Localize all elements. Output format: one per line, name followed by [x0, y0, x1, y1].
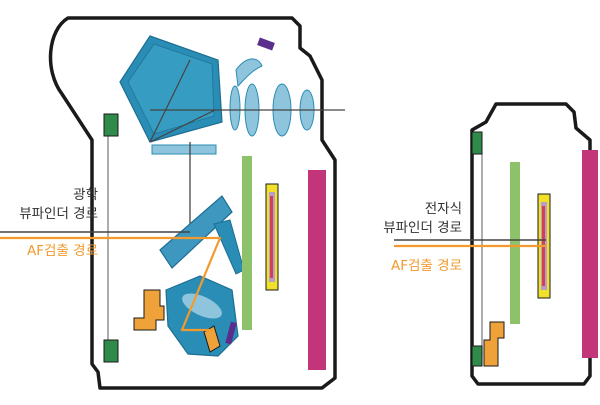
- mirrorless-camera: [394, 102, 598, 386]
- pentaprism-inner: [127, 43, 215, 135]
- electronic-label-line2: 뷰파인더 경로: [383, 220, 462, 236]
- dslr-lcd: [308, 170, 326, 370]
- mirrorless-af-orange: [483, 321, 505, 367]
- mirrorless-shutter: [510, 162, 520, 324]
- main-mirror: [159, 195, 233, 269]
- dslr-af-label-text: AF검출 경로: [27, 243, 98, 259]
- dslr-af-label: AF검출 경로: [27, 242, 98, 261]
- optical-label-line2: 뷰파인더 경로: [19, 206, 98, 222]
- mirrorless-af-label: AF검출 경로: [391, 257, 462, 276]
- dslr-grip-top: [103, 113, 119, 137]
- af-module-orange: [133, 289, 165, 331]
- af-path-line: [0, 236, 222, 332]
- electronic-path-label: 전자식 뷰파인더 경로: [383, 200, 462, 238]
- mirrorless-grip-top: [471, 131, 483, 155]
- optical-path-label: 광학 뷰파인더 경로: [19, 186, 98, 224]
- mirrorless-lcd: [582, 150, 598, 358]
- optical-label-line1: 광학: [73, 187, 98, 203]
- mirrorless-body-outline: [470, 102, 592, 386]
- dslr-sensor-red: [270, 196, 273, 278]
- af-module-orange-2: [203, 325, 221, 353]
- electronic-label-line1: 전자식: [424, 201, 462, 217]
- mirrorless-af-label-text: AF검출 경로: [391, 258, 462, 274]
- af-lens: [181, 292, 223, 320]
- viewfinder-led: [257, 37, 275, 51]
- dslr-grip-bottom: [103, 339, 119, 363]
- mirrorless-grip-bottom: [471, 345, 483, 367]
- focusing-screen: [151, 144, 217, 155]
- af-purple-chip: [225, 321, 237, 345]
- dslr-camera: [0, 16, 345, 390]
- dslr-shutter: [242, 156, 252, 330]
